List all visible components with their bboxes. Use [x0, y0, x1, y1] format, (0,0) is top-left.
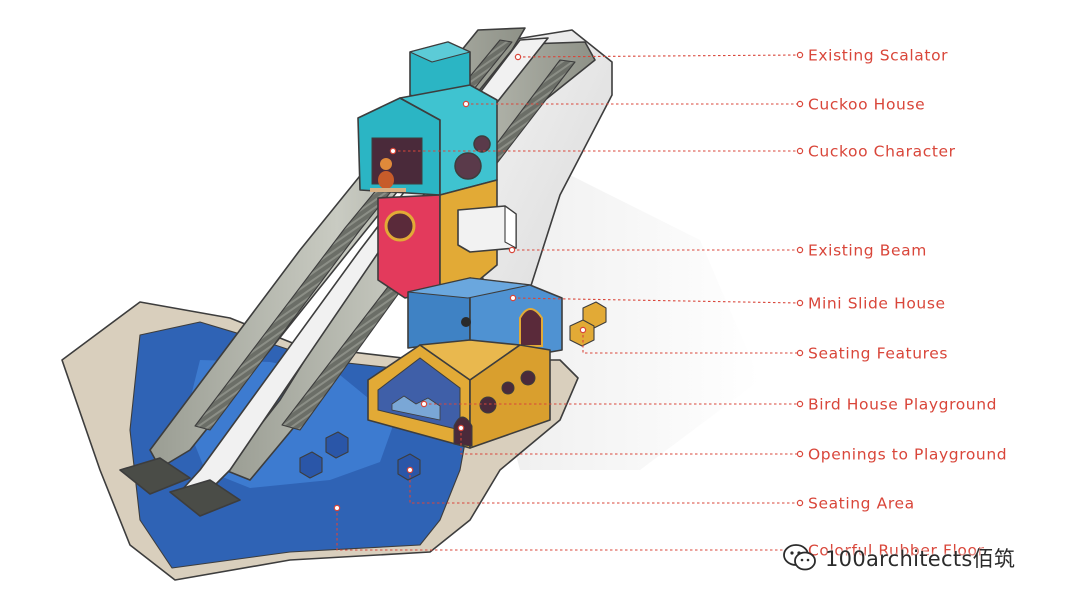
bird-house-stairs [391, 395, 441, 421]
label-dot-bird-house-playground [796, 400, 804, 408]
seating-area [299, 431, 421, 481]
callout-label-existing-beam: Existing Beam [808, 242, 927, 260]
leader-line-colorful-rubber-floor [336, 508, 800, 551]
anchor-dot-colorful-rubber-floor [333, 504, 341, 512]
label-dot-seating-features [796, 349, 804, 357]
anchor-dot-existing-beam [508, 246, 516, 254]
cuckoo-character-body [378, 171, 394, 189]
cuckoo-house [357, 84, 498, 196]
mini-slide-house-porthole [461, 317, 471, 327]
label-dot-cuckoo-house [796, 100, 804, 108]
leader-line-seating-area [409, 470, 800, 504]
watermark: 100architects佰筑 [783, 540, 1015, 576]
cuckoo-character-perch [370, 188, 406, 192]
watermark-text: 100architects佰筑 [825, 547, 1016, 571]
callout-cuckoo-character: Cuckoo Character [389, 143, 956, 161]
label-dot-mini-slide-house [796, 299, 804, 307]
pink-tower [377, 194, 441, 299]
callout-existing-beam: Existing Beam [508, 242, 927, 260]
leader-line-openings-to-playground [460, 428, 800, 455]
label-dot-existing-beam [796, 246, 804, 254]
bird-house-playground [367, 339, 551, 449]
callout-label-colorful-rubber-floor: Colorful Rubber Floor [808, 542, 985, 560]
leader-line-existing-scalator [517, 54, 801, 58]
anchor-dot-seating-area [406, 466, 414, 474]
wechat-icon [783, 544, 816, 571]
callout-bird-house-playground: Bird House Playground [420, 396, 997, 414]
cuckoo-character-head [380, 158, 392, 170]
callout-existing-scalator: Existing Scalator [514, 47, 948, 65]
callout-label-seating-area: Seating Area [808, 495, 915, 513]
anchor-dot-cuckoo-house [462, 100, 470, 108]
mini-slide-house-top [407, 277, 531, 299]
seating-area-cube-1 [299, 451, 323, 479]
callout-label-cuckoo-character: Cuckoo Character [808, 143, 956, 161]
anchor-dot-openings-to-playground [457, 424, 465, 432]
bird-house-window-3 [520, 370, 536, 386]
callout-label-cuckoo-house: Cuckoo House [808, 96, 925, 114]
existing-beam-face [504, 205, 517, 249]
anchor-dot-mini-slide-house [509, 294, 517, 302]
mini-slide-house-arch [519, 308, 543, 347]
callout-seating-features: Seating Features [579, 326, 948, 363]
escalator-bottom-plate-right [169, 479, 241, 517]
bird-house-window-1 [479, 396, 497, 414]
label-dot-seating-area [796, 499, 804, 507]
cuckoo-character [370, 158, 406, 192]
pink-tower-window [384, 210, 416, 242]
seating-area-cube-2 [325, 431, 349, 459]
callout-label-mini-slide-house: Mini Slide House [808, 295, 946, 313]
anchor-dot-seating-features [579, 326, 587, 334]
anchor-dot-bird-house-playground [420, 400, 428, 408]
label-dot-openings-to-playground [796, 450, 804, 458]
label-dot-cuckoo-character [796, 147, 804, 155]
cuckoo-house-window-small [473, 135, 491, 153]
callout-label-existing-scalator: Existing Scalator [808, 47, 948, 65]
seating-features [569, 301, 607, 347]
anchor-dot-cuckoo-character [389, 147, 397, 155]
callout-label-bird-house-playground: Bird House Playground [808, 396, 997, 414]
anchor-dot-existing-scalator [514, 53, 522, 61]
bird-house-window-2 [501, 381, 515, 395]
callout-openings-to-playground: Openings to Playground [457, 424, 1007, 464]
callout-label-seating-features: Seating Features [808, 345, 948, 363]
callout-mini-slide-house: Mini Slide House [509, 294, 946, 313]
cuckoo-house-window-large [454, 152, 482, 180]
cuckoo-house-opening [371, 137, 423, 185]
callout-cuckoo-house: Cuckoo House [462, 96, 925, 114]
callout-seating-area: Seating Area [406, 466, 915, 513]
label-dot-existing-scalator [796, 51, 804, 59]
callout-label-openings-to-playground: Openings to Playground [808, 446, 1007, 464]
escalator-bottom-plate-left [119, 457, 191, 495]
cuckoo-chimney-top [409, 41, 471, 63]
bird-house-opening-arch [453, 416, 473, 447]
